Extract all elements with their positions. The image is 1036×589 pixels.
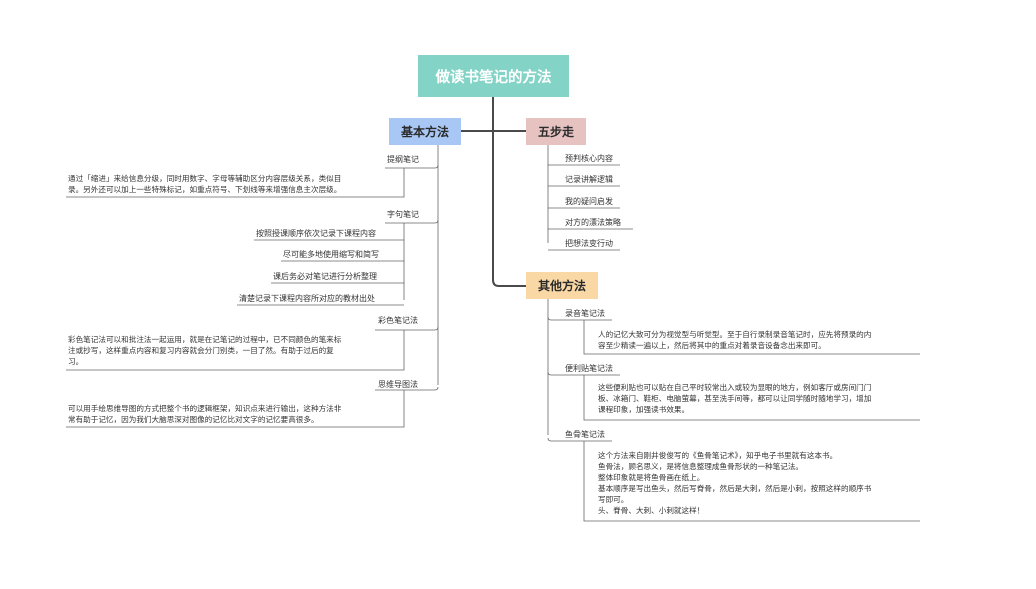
fishbone-notes-text[interactable]: 这个方法来自刚井俊俊写的《鱼骨笔记术》，知乎电子书里就有这本书。 鱼骨法，顾名思…: [598, 451, 872, 515]
sticky-notes-label[interactable]: 便利贴笔记法: [565, 364, 613, 373]
fishbone-notes-label[interactable]: 鱼骨笔记法: [565, 430, 605, 439]
branch-basic-methods[interactable]: 基本方法: [389, 118, 461, 145]
outline-notes-label[interactable]: 提纲笔记: [387, 155, 419, 164]
color-notes-label[interactable]: 彩色笔记法: [378, 316, 418, 325]
branch-other-title: 其他方法: [537, 279, 586, 293]
sentence-notes-label[interactable]: 字句笔记: [387, 210, 419, 219]
five-step-1[interactable]: 预判核心内容: [565, 154, 613, 163]
sentence-item-3[interactable]: 课后务必对笔记进行分析整理: [273, 272, 377, 281]
root-title: 做读书笔记的方法: [435, 69, 552, 86]
five-step-5[interactable]: 把想法变行动: [565, 239, 613, 248]
sentence-item-2[interactable]: 尽可能多地使用缩写和简写: [283, 250, 379, 259]
outline-notes-text[interactable]: 通过「缩进」来给信息分级，同时用数字、字母等辅助区分内容层级关系，类似目 录。另…: [68, 174, 342, 194]
branch-five-steps[interactable]: 五步走: [526, 118, 586, 145]
five-step-4[interactable]: 对方的漂法策略: [565, 218, 621, 227]
sentence-item-4[interactable]: 清楚记录下课程内容所对应的教材出处: [239, 294, 375, 303]
recording-notes-label[interactable]: 录音笔记法: [565, 309, 605, 318]
sticky-notes-text[interactable]: 这些便利贴也可以贴在自己平时较常出入或较为显眼的地方，例如客厅或房间门门 板、冰…: [598, 383, 872, 414]
recording-notes-text[interactable]: 人的记忆大致可分为视觉型与听觉型。至于自行录制录音笔记时，应先将预录的内 容至少…: [598, 330, 872, 350]
sentence-item-1[interactable]: 按照授课顺序依次记录下课程内容: [256, 229, 376, 238]
mindmap-method-text[interactable]: 可以用手绘思维导图的方式把整个书的逻辑框架，知识点来进行输出，这种方法非 常有助…: [68, 404, 342, 424]
five-step-3[interactable]: 我的疑问启发: [565, 197, 613, 206]
mindmap-method-label[interactable]: 思维导图法: [378, 380, 418, 389]
five-step-2[interactable]: 记录讲解逻辑: [565, 175, 613, 184]
branch-basic-title: 基本方法: [400, 125, 449, 139]
root-topic[interactable]: 做读书笔记的方法: [418, 55, 569, 97]
color-notes-text[interactable]: 彩色笔记法可以和批注法一起运用，就是在记笔记的过程中，已不同颜色的笔来标 注或抄…: [68, 335, 342, 366]
branch-other-methods[interactable]: 其他方法: [526, 272, 598, 299]
branch-five-title: 五步走: [537, 125, 574, 139]
